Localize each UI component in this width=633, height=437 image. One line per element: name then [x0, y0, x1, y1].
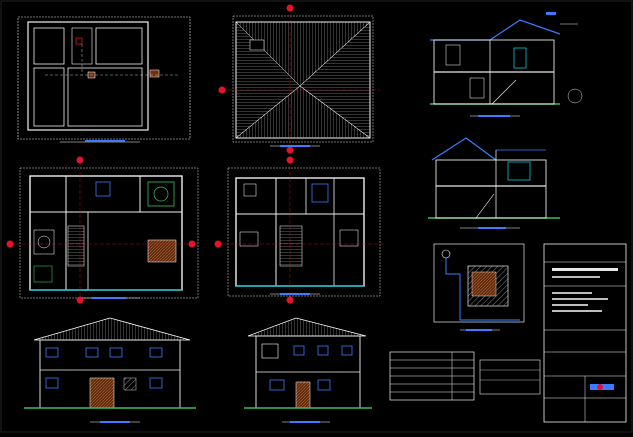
- area-table: [389, 351, 541, 401]
- location-plan: [433, 243, 525, 331]
- upper-floor-plan: [214, 156, 384, 304]
- section-a: [430, 12, 583, 117]
- side-elevation: [244, 317, 372, 423]
- ground-floor-plan: [6, 156, 199, 305]
- section-b: [428, 137, 560, 229]
- title-block: [543, 243, 627, 423]
- front-elevation: [24, 317, 196, 423]
- site-plan: [17, 16, 191, 143]
- roof-plan: [218, 4, 380, 154]
